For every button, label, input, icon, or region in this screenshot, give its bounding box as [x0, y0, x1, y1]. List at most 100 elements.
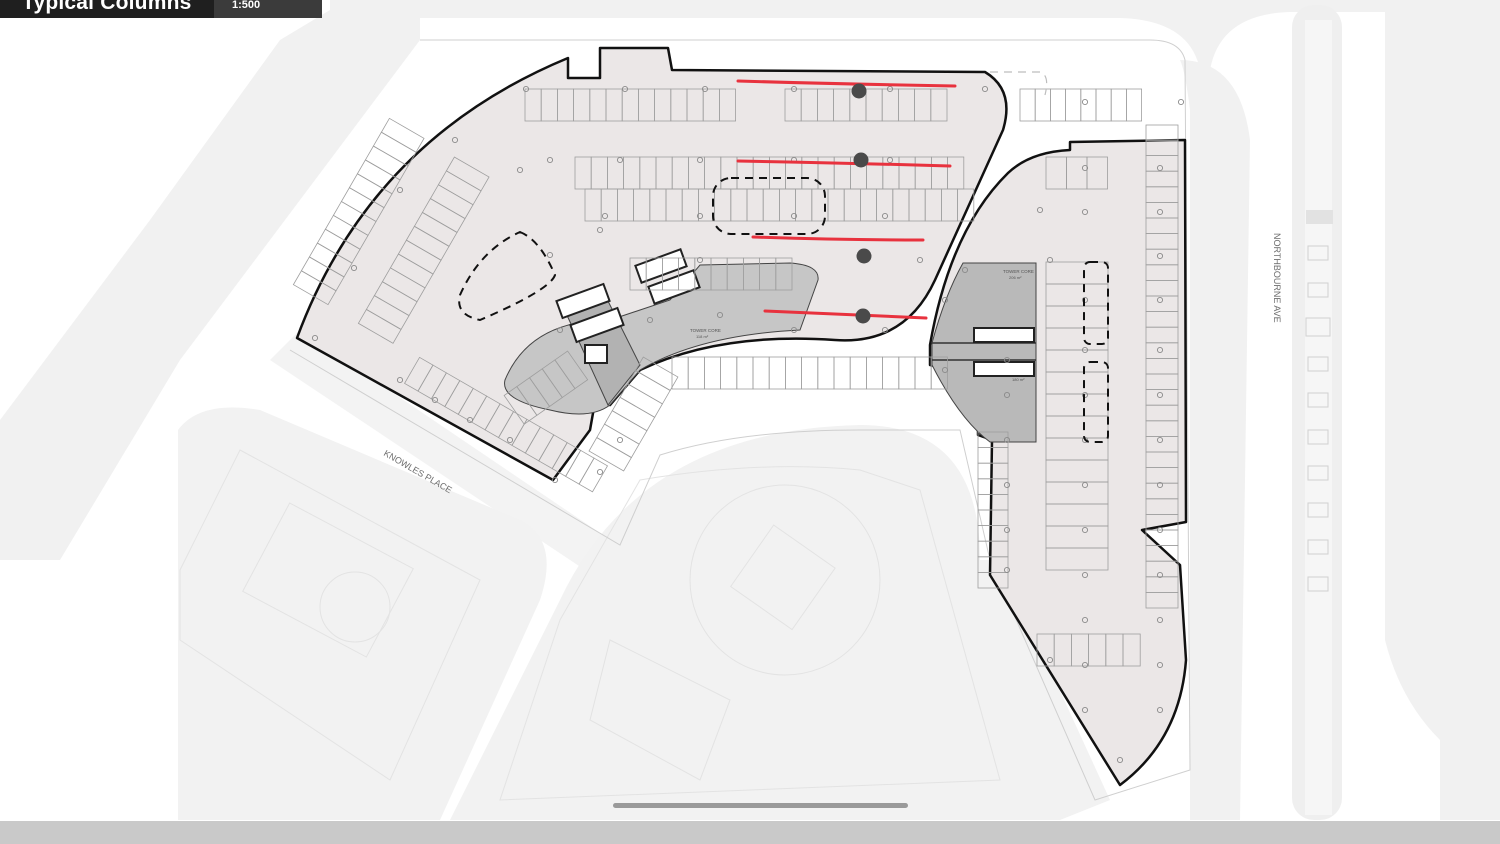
- parking-stall: [554, 350, 589, 390]
- dashed-zone-center: [712, 177, 826, 235]
- parking-stall: [1145, 592, 1179, 609]
- column-marker: [1081, 208, 1089, 216]
- parking-stall: [1080, 88, 1097, 122]
- parking-stall: [1045, 547, 1109, 571]
- stall-row: [357, 156, 490, 344]
- column-marker: [696, 156, 704, 164]
- column-marker: [701, 85, 709, 93]
- column-marker: [1003, 436, 1011, 444]
- column-marker: [1081, 164, 1089, 172]
- column-marker: [556, 326, 564, 334]
- column-marker: [1156, 436, 1164, 444]
- stall-row: [292, 117, 425, 306]
- column-marker: [941, 296, 949, 304]
- column-marker: [941, 366, 949, 374]
- tower-core-west-label: TOWER CORE: [690, 328, 721, 333]
- title-bar: Typical Columns 1:500: [0, 0, 322, 18]
- red-line-1: [736, 79, 957, 88]
- stadium-diamond: [729, 524, 836, 631]
- column-marker: [396, 186, 404, 194]
- column-marker: [1081, 616, 1089, 624]
- column-marker: [1003, 391, 1011, 399]
- column-marker: [1081, 98, 1089, 106]
- drawing-title: Typical Columns: [22, 0, 192, 14]
- site-context: [0, 0, 1500, 820]
- typical-column-dots: [851, 83, 872, 324]
- column-marker: [1156, 164, 1164, 172]
- parking-stall: [634, 356, 679, 391]
- column-marker: [551, 476, 559, 484]
- column-marker: [1003, 526, 1011, 534]
- parking-stall: [1065, 88, 1082, 122]
- column-marker: [506, 436, 514, 444]
- parking-stall: [930, 88, 948, 122]
- column-marker: [1081, 571, 1089, 579]
- column-marker: [1116, 756, 1124, 764]
- column-marker: [916, 256, 924, 264]
- home-indicator[interactable]: [613, 803, 908, 808]
- column-marker: [431, 396, 439, 404]
- parking-stalls: [292, 88, 1179, 667]
- dashed-zone-top: [990, 71, 1048, 96]
- column-marker: [881, 212, 889, 220]
- stall-row: [629, 257, 793, 291]
- column-marker: [1156, 481, 1164, 489]
- column-marker: [1081, 481, 1089, 489]
- tower-core-east-label: TOWER CORE: [1003, 269, 1034, 274]
- column-marker: [1081, 526, 1089, 534]
- parking-stall: [1086, 156, 1108, 190]
- parking-stall: [687, 356, 705, 390]
- parking-stall: [720, 356, 738, 390]
- tower-core-east-lower-area: 180 m²: [1012, 377, 1025, 382]
- column-markers: [311, 85, 1185, 764]
- column-marker: [311, 334, 319, 342]
- parking-stall: [1019, 88, 1036, 122]
- parking-stall: [1110, 88, 1127, 122]
- typical-column-4: [855, 308, 871, 324]
- scale-tab: [214, 0, 322, 18]
- parking-stall: [898, 356, 916, 390]
- column-marker: [1156, 296, 1164, 304]
- column-marker: [646, 316, 654, 324]
- parking-stall: [977, 572, 1009, 589]
- parking-stall: [1122, 633, 1141, 667]
- column-marker: [716, 311, 724, 319]
- column-marker: [1081, 706, 1089, 714]
- stall-row: [1145, 124, 1179, 142]
- parking-stall: [849, 356, 867, 390]
- column-marker: [1156, 391, 1164, 399]
- stall-row: [671, 356, 948, 390]
- red-markup: [736, 79, 957, 320]
- parking-stall: [1050, 88, 1067, 122]
- parking-stall: [1126, 88, 1143, 122]
- dashed-zone-east-1: [1083, 261, 1109, 345]
- tower-core-west-area: 118 m²: [696, 334, 709, 339]
- road-left-diagonal: [0, 10, 420, 560]
- red-line-4: [763, 309, 928, 320]
- stall-row: [503, 350, 589, 425]
- typical-column-1: [851, 83, 867, 99]
- lower-building: [589, 639, 731, 781]
- parking-stall: [882, 356, 900, 390]
- column-marker: [1156, 252, 1164, 260]
- column-marker: [1156, 526, 1164, 534]
- stall-row: [584, 188, 975, 222]
- column-marker: [451, 136, 459, 144]
- column-marker: [886, 156, 894, 164]
- stall-row: [588, 356, 679, 472]
- tower-core-east: [931, 262, 1037, 443]
- stall-row: [1045, 156, 1108, 190]
- column-marker: [1081, 661, 1089, 669]
- parking-stall: [752, 356, 770, 390]
- column-marker: [1036, 206, 1044, 214]
- column-marker: [790, 85, 798, 93]
- parking-stall: [719, 88, 737, 122]
- parking-stall: [704, 356, 722, 390]
- site-boundary-thin: [289, 39, 1191, 801]
- stall-row: [1019, 88, 1143, 122]
- red-line-2: [736, 159, 952, 168]
- dashed-zone-east-2: [1083, 361, 1109, 443]
- column-marker: [1156, 616, 1164, 624]
- right-lower-road: [960, 560, 1110, 820]
